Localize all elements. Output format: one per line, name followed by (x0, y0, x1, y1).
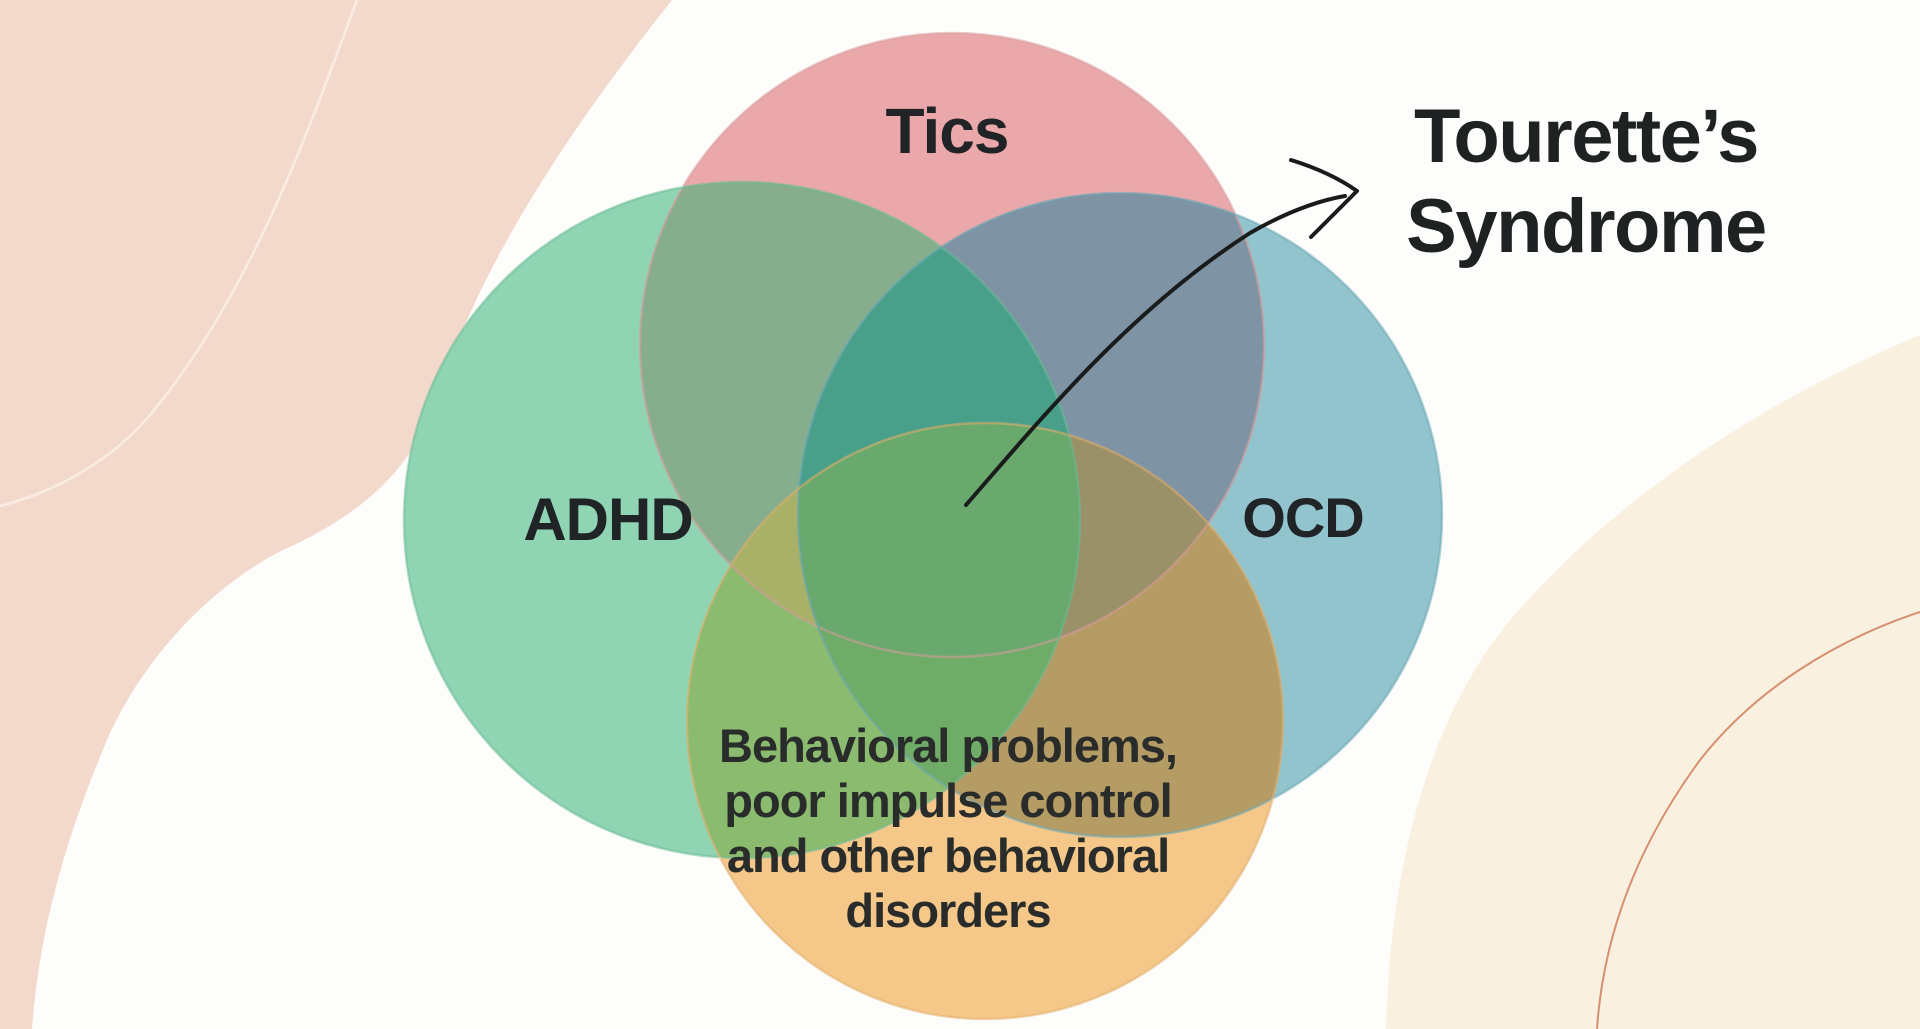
circle-label-tics: Tics (885, 94, 1010, 167)
circle-label-adhd: ADHD (523, 486, 693, 553)
circle-outline-tics (638, 31, 1266, 659)
region-center-all-four (798, 423, 1080, 657)
annotation-arrow (964, 158, 1359, 507)
overlap-regions (640, 182, 1283, 858)
circle-label-behavioral: Behavioral problems, poor impulse contro… (719, 719, 1178, 937)
circle-outlines (402, 31, 1444, 1021)
background-blob-left (0, 0, 672, 1029)
background-blob-right (1386, 335, 1920, 1029)
circle-label-ocd: OCD (1242, 486, 1364, 550)
arrow-curve (964, 194, 1347, 507)
arrow-head-icon (1289, 158, 1359, 239)
region-tics-adhd-ocd (798, 193, 1080, 657)
background-blob-left-line (0, 0, 359, 508)
circle-outline-behavioral (685, 421, 1285, 1021)
circle-outline-ocd (796, 191, 1444, 839)
annotation-tourette-syndrome: Tourette’s Syndrome (1406, 94, 1767, 269)
circle-outline-adhd (402, 180, 1082, 860)
background-blob-right-line (1596, 611, 1920, 1029)
